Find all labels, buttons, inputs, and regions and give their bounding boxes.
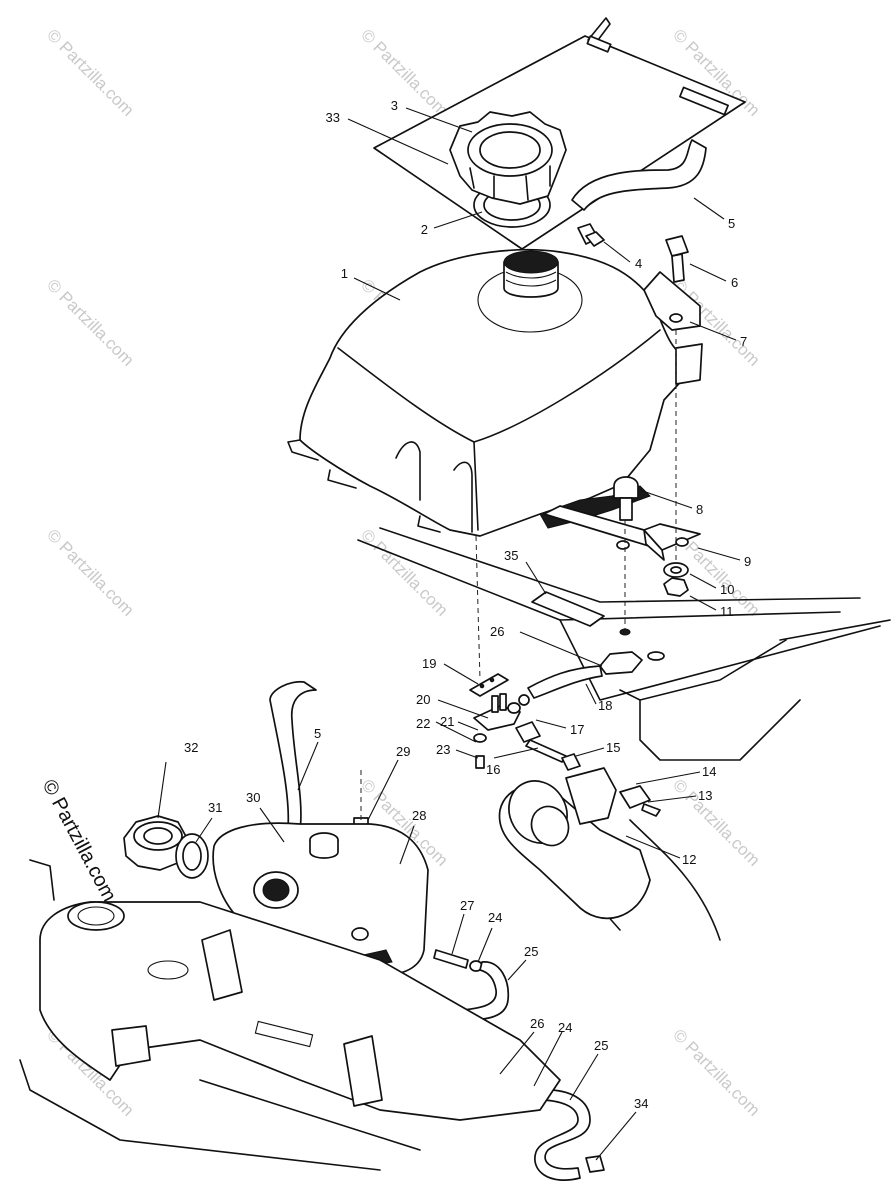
insulation-pad-35 bbox=[531, 591, 605, 627]
callout-25-upper: 25 bbox=[524, 944, 538, 959]
callout-28: 28 bbox=[412, 808, 426, 823]
callout-23: 23 bbox=[436, 742, 450, 757]
watermark-faint: © Partzilla.com bbox=[357, 525, 451, 619]
lower-frame bbox=[19, 859, 561, 1171]
clamp-34 bbox=[585, 1155, 605, 1173]
callout-25-lower: 25 bbox=[594, 1038, 608, 1053]
mounting-bracket-19 bbox=[469, 673, 509, 697]
fuel-tank-main bbox=[287, 248, 703, 537]
watermark-primary: © Partzilla.com bbox=[38, 776, 121, 905]
callout-labels: 33 3 2 5 4 6 1 7 8 9 35 10 11 26 19 18 2… bbox=[184, 98, 751, 1111]
frame-rails bbox=[357, 527, 891, 941]
cap-gasket-31 bbox=[175, 833, 209, 879]
callout-22: 22 bbox=[416, 716, 430, 731]
screw-13 bbox=[641, 803, 661, 817]
fuel-hose-18 bbox=[527, 665, 603, 699]
callout-16: 16 bbox=[486, 762, 500, 777]
airbox-boot-12 bbox=[498, 780, 651, 920]
bracket-9 bbox=[543, 505, 701, 561]
callout-31: 31 bbox=[208, 800, 222, 815]
callout-35: 35 bbox=[504, 548, 518, 563]
callout-27: 27 bbox=[460, 898, 474, 913]
callout-24-lower: 24 bbox=[558, 1020, 572, 1035]
callout-30: 30 bbox=[246, 790, 260, 805]
leader-lines bbox=[157, 107, 741, 1161]
callout-11: 11 bbox=[720, 604, 734, 619]
fuel-hose-25-lower bbox=[534, 1088, 591, 1181]
bolt-8 bbox=[613, 476, 639, 521]
callout-2: 2 bbox=[421, 222, 428, 237]
callout-12: 12 bbox=[682, 852, 696, 867]
vent-fitting-4 bbox=[577, 223, 605, 247]
callout-5-upper: 5 bbox=[728, 216, 735, 231]
bolt-6 bbox=[665, 235, 689, 283]
callout-8: 8 bbox=[696, 502, 703, 517]
callout-1: 1 bbox=[341, 266, 348, 281]
callout-4: 4 bbox=[635, 256, 642, 271]
fuel-valve-assembly-17-20-21 bbox=[473, 693, 530, 731]
washer-22 bbox=[473, 733, 487, 743]
callout-13: 13 bbox=[698, 788, 712, 803]
vent-hose-lower-5 bbox=[269, 680, 317, 831]
screw-23 bbox=[475, 755, 485, 769]
fuel-line-26-upper bbox=[599, 651, 643, 675]
callout-26-lower: 26 bbox=[530, 1016, 544, 1031]
watermark-faint: © Partzilla.com bbox=[43, 525, 137, 619]
watermark-faint: © Partzilla.com bbox=[43, 25, 137, 119]
callout-24-upper: 24 bbox=[488, 910, 502, 925]
callout-19: 19 bbox=[422, 656, 436, 671]
callout-3: 3 bbox=[391, 98, 398, 113]
callout-21: 21 bbox=[440, 714, 454, 729]
spring-clamp-15 bbox=[561, 753, 581, 771]
watermark-faint: © Partzilla.com bbox=[357, 25, 451, 119]
callout-32: 32 bbox=[184, 740, 198, 755]
callout-10: 10 bbox=[720, 582, 734, 597]
callout-15: 15 bbox=[606, 740, 620, 755]
fuel-filter-16 bbox=[515, 721, 567, 763]
bracket-14 bbox=[565, 767, 651, 825]
callout-26-upper: 26 bbox=[490, 624, 504, 639]
spring-27 bbox=[433, 949, 469, 969]
callout-14: 14 bbox=[702, 764, 716, 779]
fuel-cap-upper bbox=[449, 111, 567, 228]
vent-hose-upper-5 bbox=[571, 139, 707, 211]
bracket-7 bbox=[643, 271, 701, 331]
callout-5-lower: 5 bbox=[314, 726, 321, 741]
watermark-faint: © Partzilla.com bbox=[669, 1025, 763, 1119]
nut-11 bbox=[663, 577, 689, 597]
callout-18: 18 bbox=[598, 698, 612, 713]
callout-9: 9 bbox=[744, 554, 751, 569]
callout-29: 29 bbox=[396, 744, 410, 759]
callout-34: 34 bbox=[634, 1096, 648, 1111]
callout-6: 6 bbox=[731, 275, 738, 290]
callout-7: 7 bbox=[740, 334, 747, 349]
watermark-faint: © Partzilla.com bbox=[43, 275, 137, 369]
callout-20: 20 bbox=[416, 692, 430, 707]
callout-17: 17 bbox=[570, 722, 584, 737]
washer-10 bbox=[663, 562, 689, 578]
callout-33: 33 bbox=[326, 110, 340, 125]
